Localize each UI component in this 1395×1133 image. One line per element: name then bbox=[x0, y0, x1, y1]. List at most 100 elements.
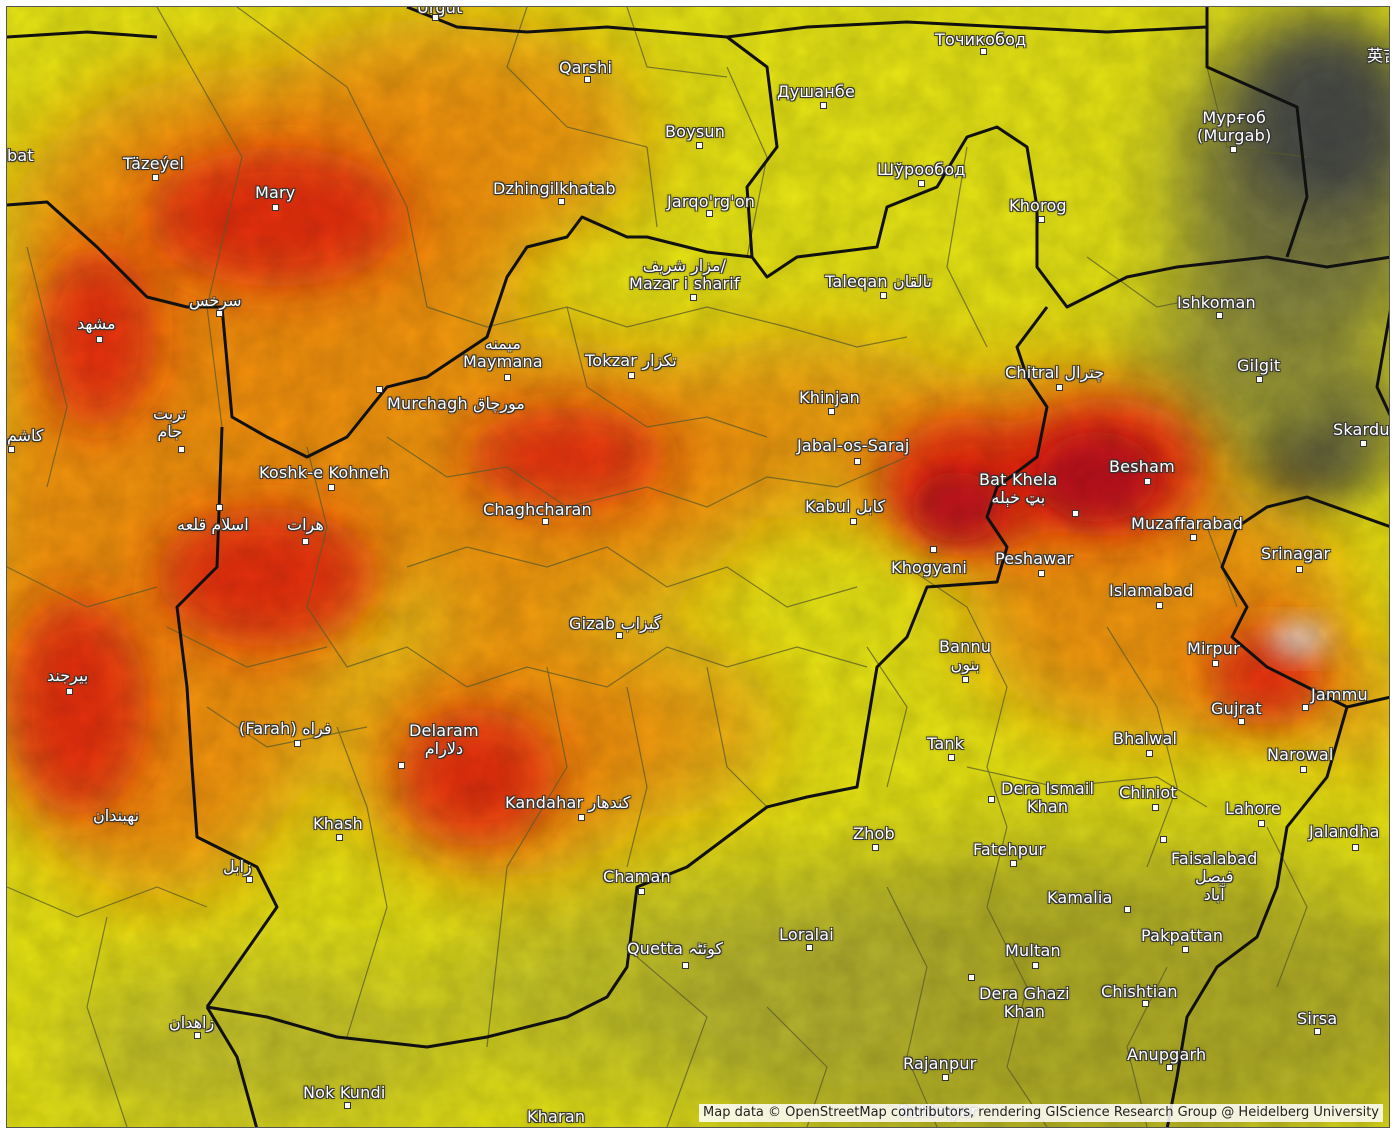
place-label-skardu: Skardu bbox=[1333, 420, 1390, 439]
place-label-murgab: Мурғоб (Murgab) bbox=[1197, 108, 1272, 145]
place-marker-fatehpur[interactable] bbox=[1010, 860, 1017, 867]
place-marker-dzhingilkhatab[interactable] bbox=[558, 198, 565, 205]
place-marker-islamqala[interactable] bbox=[216, 504, 223, 511]
place-marker-khogyani[interactable] bbox=[930, 546, 937, 553]
place-label-maymana: میمنه Maymana bbox=[463, 334, 543, 371]
place-marker-tazeyel[interactable] bbox=[152, 174, 159, 181]
place-marker-herat[interactable] bbox=[302, 538, 309, 545]
place-marker-qarshi[interactable] bbox=[584, 76, 591, 83]
place-marker-tank[interactable] bbox=[948, 754, 955, 761]
place-label-birjand: بیرجند bbox=[47, 666, 89, 685]
place-marker-anupgarh[interactable] bbox=[1166, 1064, 1173, 1071]
place-label-zhob: Zhob bbox=[853, 824, 895, 843]
place-marker-zhob[interactable] bbox=[872, 844, 879, 851]
place-label-quetta: Quetta کوئٹہ bbox=[627, 939, 723, 958]
place-marker-sirsa[interactable] bbox=[1314, 1028, 1321, 1035]
place-marker-batkhela[interactable] bbox=[1072, 510, 1079, 517]
place-marker-taleqan[interactable] bbox=[880, 292, 887, 299]
place-marker-khash[interactable] bbox=[336, 834, 343, 841]
place-marker-murchagh[interactable] bbox=[376, 386, 383, 393]
place-marker-jalandhar[interactable] bbox=[1352, 844, 1359, 851]
place-marker-mary[interactable] bbox=[272, 204, 279, 211]
place-marker-gilgit[interactable] bbox=[1256, 376, 1263, 383]
place-marker-gujrat[interactable] bbox=[1238, 718, 1245, 725]
place-marker-zabol[interactable] bbox=[246, 876, 253, 883]
place-label-sirsa: Sirsa bbox=[1297, 1009, 1338, 1028]
place-label-nehbandan: نهبندان bbox=[93, 806, 140, 825]
place-marker-chaghcharan[interactable] bbox=[542, 518, 549, 525]
place-marker-bhalwal[interactable] bbox=[1146, 750, 1153, 757]
heatmap-layer bbox=[7, 7, 1389, 1127]
place-label-gujrat: Gujrat bbox=[1211, 699, 1262, 718]
place-marker-birjand[interactable] bbox=[66, 688, 73, 695]
place-marker-kabul[interactable] bbox=[850, 518, 857, 525]
place-marker-ishkoman[interactable] bbox=[1216, 312, 1223, 319]
place-label-gizab: Gizab گیزاب bbox=[569, 614, 662, 633]
place-marker-kashmar[interactable] bbox=[8, 446, 15, 453]
place-label-besham: Besham bbox=[1109, 457, 1175, 476]
place-marker-khinjan[interactable] bbox=[828, 408, 835, 415]
place-marker-chiniot[interactable] bbox=[1152, 804, 1159, 811]
place-marker-mirpur[interactable] bbox=[1212, 660, 1219, 667]
place-marker-nokkundi[interactable] bbox=[344, 1102, 351, 1109]
place-marker-maymana[interactable] bbox=[504, 374, 511, 381]
place-label-jabal: Jabal-os-Saraj bbox=[797, 436, 910, 455]
place-marker-mashhad[interactable] bbox=[96, 336, 103, 343]
place-label-tochikobod: Точикобод bbox=[935, 30, 1027, 49]
place-label-jarqorgon: Jarqo'rg'on bbox=[667, 192, 756, 211]
place-marker-kandahar[interactable] bbox=[578, 814, 585, 821]
place-marker-tochikobod[interactable] bbox=[980, 48, 987, 55]
place-label-taleqan: Taleqan تالقان bbox=[825, 272, 932, 291]
place-marker-urgut[interactable] bbox=[432, 14, 439, 21]
map-attribution[interactable]: Map data © OpenStreetMap contributors, r… bbox=[699, 1104, 1383, 1122]
place-marker-mazar[interactable] bbox=[690, 294, 697, 301]
place-marker-skardu[interactable] bbox=[1360, 440, 1367, 447]
place-marker-murgab[interactable] bbox=[1230, 146, 1237, 153]
place-marker-torbat[interactable] bbox=[178, 446, 185, 453]
place-marker-quetta[interactable] bbox=[682, 962, 689, 969]
place-marker-lahore[interactable] bbox=[1258, 820, 1265, 827]
place-marker-dikhan[interactable] bbox=[988, 796, 995, 803]
place-marker-chishtian[interactable] bbox=[1142, 1000, 1149, 1007]
place-marker-kamalia[interactable] bbox=[1124, 906, 1131, 913]
place-marker-muzaffarabad[interactable] bbox=[1190, 534, 1197, 541]
place-marker-dushanbe[interactable] bbox=[820, 102, 827, 109]
place-marker-boysun[interactable] bbox=[696, 142, 703, 149]
place-marker-dgkhan[interactable] bbox=[968, 974, 975, 981]
place-marker-koshk[interactable] bbox=[328, 484, 335, 491]
place-marker-tokzar[interactable] bbox=[628, 372, 635, 379]
place-marker-chitral[interactable] bbox=[1056, 384, 1063, 391]
place-marker-bannu[interactable] bbox=[962, 676, 969, 683]
place-label-chaghcharan: Chaghcharan bbox=[483, 500, 592, 519]
place-marker-jabal[interactable] bbox=[854, 458, 861, 465]
place-marker-zahedan[interactable] bbox=[194, 1032, 201, 1039]
place-marker-loralai[interactable] bbox=[806, 944, 813, 951]
place-marker-peshawar[interactable] bbox=[1038, 570, 1045, 577]
place-label-ishkoman: Ishkoman bbox=[1177, 293, 1256, 312]
place-marker-chaman[interactable] bbox=[638, 888, 645, 895]
place-marker-jammu[interactable] bbox=[1302, 704, 1309, 711]
place-label-chaman: Chaman bbox=[603, 867, 671, 886]
place-marker-faisalabad[interactable] bbox=[1160, 836, 1167, 843]
place-marker-jarqorgon[interactable] bbox=[706, 210, 713, 217]
place-marker-narowal[interactable] bbox=[1300, 766, 1307, 773]
place-marker-sarakhs[interactable] bbox=[216, 310, 223, 317]
place-marker-srinagar[interactable] bbox=[1296, 566, 1303, 573]
place-marker-rajanpur[interactable] bbox=[942, 1074, 949, 1081]
place-marker-besham[interactable] bbox=[1144, 478, 1151, 485]
place-marker-pakpattan[interactable] bbox=[1182, 946, 1189, 953]
place-label-kashmar: کاشم bbox=[7, 426, 44, 445]
place-label-dikhan: Dera Ismail Khan bbox=[1001, 779, 1095, 816]
place-marker-multan[interactable] bbox=[1032, 962, 1039, 969]
place-marker-islamabad[interactable] bbox=[1156, 602, 1163, 609]
place-label-boysun: Boysun bbox=[665, 122, 726, 141]
place-label-islamabad: Islamabad bbox=[1109, 581, 1194, 600]
place-marker-delaram[interactable] bbox=[398, 762, 405, 769]
place-marker-gizab[interactable] bbox=[616, 632, 623, 639]
place-label-urgut: Urgut bbox=[417, 6, 463, 17]
place-label-dgkhan: Dera Ghazi Khan bbox=[979, 984, 1070, 1021]
place-marker-khorog[interactable] bbox=[1038, 216, 1045, 223]
place-marker-farah[interactable] bbox=[294, 740, 301, 747]
place-marker-shurobod[interactable] bbox=[918, 180, 925, 187]
